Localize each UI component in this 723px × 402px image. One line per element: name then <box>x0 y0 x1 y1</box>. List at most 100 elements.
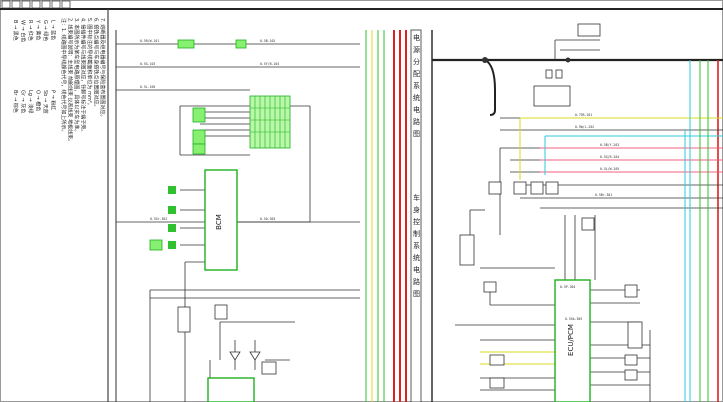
wire-label: 0.5B-102 <box>260 39 275 43</box>
ground-point-1 <box>482 57 488 63</box>
fuse-right-2 <box>555 69 563 79</box>
relay-grid <box>250 96 290 148</box>
top-right-connector <box>577 23 601 37</box>
connector-r7 <box>483 281 497 293</box>
junction-block <box>533 85 571 107</box>
wire-label: 0.5P-304 <box>560 285 575 289</box>
left-module-label: BCM <box>215 214 223 230</box>
legend-item: Y → 黄色 <box>35 19 42 40</box>
panel-left-char: 配 <box>413 70 420 78</box>
relay-r3 <box>530 181 544 195</box>
note-line: 注：1. 线路图中导线颜色代号，线色代号如上所示。 <box>60 18 67 134</box>
panel-left-char: 源 <box>413 45 420 54</box>
legend-item: O → 橙色 <box>35 90 42 111</box>
panel-right-char: 路 <box>413 277 420 286</box>
panel-right-char: 系 <box>413 241 420 250</box>
title-blocks <box>1 0 71 9</box>
diode-1 <box>229 351 241 361</box>
panel-right-char: 身 <box>413 205 420 214</box>
fuse-right-1 <box>545 69 553 79</box>
switch-1 <box>168 186 176 194</box>
fuse-top <box>177 39 195 49</box>
switch-2 <box>168 206 176 214</box>
wire-label: 0.5O-303 <box>260 217 275 221</box>
wire-label: 0.5B/Y-203 <box>600 143 619 147</box>
note-line: 5. 图中标注的导线截面积单位为 mm²。 <box>86 18 93 108</box>
diode-2 <box>249 351 261 361</box>
panel-right-char: 电 <box>413 265 420 274</box>
wire-label: 0.5W/L-202 <box>575 125 594 129</box>
legend-item: Gr → 灰色 <box>20 90 27 113</box>
legend-item: Lg → 浅绿 <box>27 90 34 113</box>
connector-a <box>192 107 206 123</box>
left-wires <box>116 43 360 402</box>
relay-r1 <box>488 181 502 195</box>
connector-r6 <box>459 234 475 266</box>
panel-left-char: 统 <box>413 93 420 102</box>
note-line: 6. 搭铁点编号与车身搭铁点位置图对应。 <box>93 18 100 109</box>
note-line: 3. 本图所示为某车型电路原理图，具体以实车为准。 <box>73 18 80 134</box>
wire-label: 0.75R-201 <box>575 113 592 117</box>
panel-left-char: 图 <box>413 130 420 138</box>
wire-label: 0.5Sb-305 <box>565 317 582 321</box>
legend-item: L → 蓝色 <box>50 20 57 40</box>
wire-label: 0.5G-103 <box>140 62 155 66</box>
panel-right-char: 控 <box>413 217 420 226</box>
wire-label: 0.5L-105 <box>140 85 155 89</box>
legend-item: Sb → 天蓝 <box>42 90 49 114</box>
relay-small <box>214 304 228 320</box>
wire-label: 0.5L/W-205 <box>600 167 619 171</box>
switch-3 <box>168 224 176 232</box>
panel-right-char: 图 <box>413 290 420 298</box>
center-bus-lines <box>365 30 407 402</box>
switch-4 <box>149 239 163 251</box>
connector-r13 <box>489 377 505 389</box>
wire-label: 0.5Br-301 <box>595 193 612 197</box>
power-bus-branch <box>484 59 496 116</box>
note-line: 2. 线束编号说明：主线束 前舱线束 仪表线束 地板线束。 <box>67 18 74 144</box>
legend-item: W → 白色 <box>20 20 27 42</box>
connector-r12 <box>489 354 505 366</box>
legend-item: Br → 棕色 <box>12 90 19 113</box>
ground-point-2 <box>565 57 571 63</box>
fuse-top-2 <box>235 39 247 49</box>
panel-right-char: 车 <box>413 193 420 202</box>
panel-left-char: 系 <box>413 81 420 90</box>
panel-left-char: 分 <box>413 57 420 66</box>
left-module <box>204 169 238 271</box>
notes-text: 注：1. 线路图中导线颜色代号，线色代号如上所示。2. 线束编号说明：主线束 前… <box>60 18 106 144</box>
panel-left-char: 电 <box>413 105 420 114</box>
relay-r2 <box>513 181 527 195</box>
connector-bottom <box>261 361 277 375</box>
sensor-left <box>177 306 191 333</box>
panel-left-char: 路 <box>413 117 420 126</box>
connector-c <box>192 143 206 155</box>
connector-b <box>192 129 206 145</box>
connector-r9 <box>627 321 643 349</box>
relay-r5 <box>581 217 595 231</box>
connector-r11 <box>624 369 638 381</box>
wire-label: 0.5Gr-302 <box>150 217 167 221</box>
panel-right-char: 制 <box>413 229 420 238</box>
relay-r4 <box>545 181 559 195</box>
legend-item: R → 红色 <box>27 20 34 41</box>
right-module-label: ECU/PCM <box>567 324 575 356</box>
panel-left-char: 电 <box>413 33 420 42</box>
wire-label: 0.5R/W-101 <box>140 39 159 43</box>
right-components <box>459 23 643 402</box>
legend-item: P → 粉红 <box>50 90 57 110</box>
center-label-panel-left <box>410 29 422 402</box>
wire-label: 0.5Y/B-104 <box>260 62 279 66</box>
legend-item: G → 绿色 <box>42 20 49 41</box>
connector-r10 <box>624 354 638 366</box>
legend-item: B → 黑色 <box>12 20 19 41</box>
wire-label: 0.5G/R-204 <box>600 155 619 159</box>
note-line: 7. 熔断器及继电器编号与保险盒布置图对应。 <box>99 18 106 119</box>
right-colored-wires <box>480 60 723 402</box>
bottom-module-left <box>207 377 255 402</box>
